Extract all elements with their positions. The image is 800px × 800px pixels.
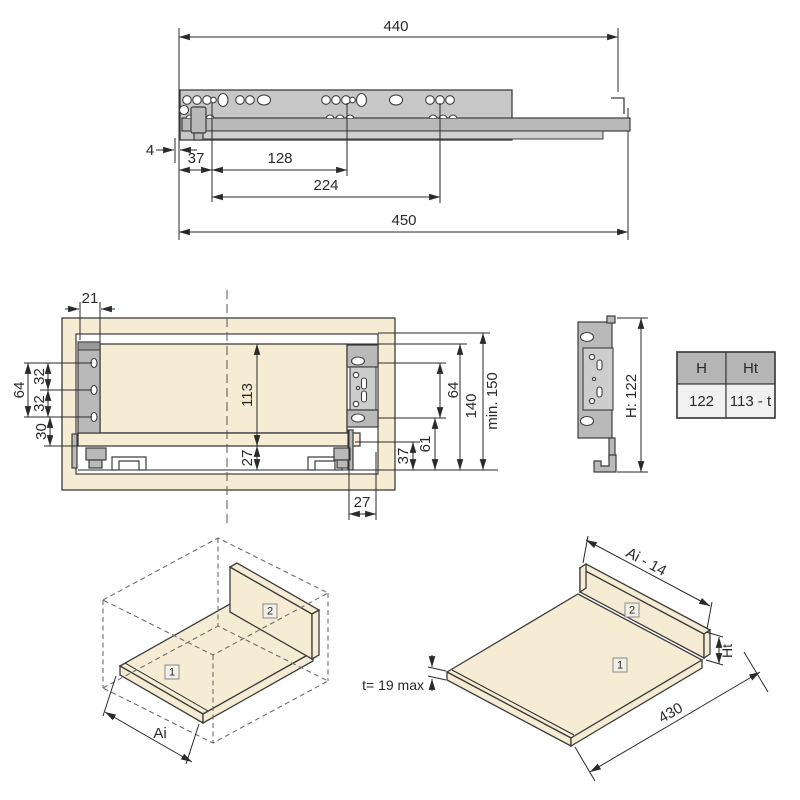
dim-ai14-label: Ai - 14 bbox=[623, 544, 669, 579]
dim-30-label: 30 bbox=[33, 423, 50, 440]
dim-440-label: 440 bbox=[383, 18, 408, 35]
dim-37-label: 37 bbox=[188, 150, 205, 167]
right-bracket bbox=[346, 344, 379, 428]
bracket-profile-view: H: 122 bbox=[577, 315, 648, 473]
dim-t19-label: t= 19 max bbox=[362, 677, 424, 693]
left-slide-flange bbox=[71, 433, 78, 469]
dim-430-label: 430 bbox=[656, 699, 686, 726]
part1-label-box bbox=[164, 664, 180, 680]
left-slide-profile bbox=[85, 447, 147, 471]
mounting-holes-row1 bbox=[182, 92, 455, 108]
dim-128-label: 128 bbox=[267, 150, 292, 167]
dim-140-label: 140 bbox=[463, 393, 480, 418]
slide-inner-rail bbox=[181, 117, 631, 132]
bracket-plate bbox=[582, 347, 614, 411]
front-fixing-foot bbox=[193, 132, 204, 141]
dim-27-center-label: 27 bbox=[239, 450, 256, 467]
table-value-ht: 113 - t bbox=[730, 393, 772, 410]
slide-side-view: 440 4 37 128 224 450 bbox=[146, 18, 631, 240]
drawer-iso-ghost-view: 1 2 Ai bbox=[101, 537, 330, 765]
dim-21-label: 21 bbox=[82, 290, 99, 307]
bracket-foot bbox=[593, 454, 617, 473]
dim-4-label: 4 bbox=[146, 142, 154, 159]
dim-32-lower-label: 32 bbox=[31, 395, 48, 412]
cabinet-section-view: 21 64 32 32 30 113 27 37 61 64 140 bbox=[11, 290, 501, 525]
part2-label2: 2 bbox=[629, 605, 635, 617]
dim-64-left-label: 64 bbox=[11, 382, 28, 399]
dim-32-upper-label: 32 bbox=[31, 368, 48, 385]
table-header-ht-label: Ht bbox=[743, 360, 759, 377]
part1-label2: 1 bbox=[617, 660, 623, 672]
dim-ai-label: Ai bbox=[153, 725, 166, 742]
part1-label: 1 bbox=[169, 667, 175, 679]
dim-h122-label: H: 122 bbox=[623, 374, 640, 418]
dim-37-right-label: 37 bbox=[395, 448, 412, 465]
table-value-h: 122 bbox=[689, 393, 714, 410]
rear-hook bbox=[611, 97, 625, 114]
spec-table: H Ht 122 113 - t bbox=[676, 351, 776, 419]
table-header-ht bbox=[725, 351, 776, 385]
dim-min150-label: min. 150 bbox=[484, 372, 501, 430]
part2-label: 2 bbox=[267, 606, 273, 618]
dim-113-label: 113 bbox=[239, 383, 256, 407]
dim-64-right-label: 64 bbox=[445, 382, 462, 399]
dim-61-label: 61 bbox=[417, 436, 434, 453]
part2-label-box bbox=[262, 603, 278, 619]
front-hole bbox=[178, 104, 190, 116]
left-bracket bbox=[77, 341, 101, 434]
drawer-back-panel bbox=[99, 343, 348, 434]
dim-224-label: 224 bbox=[313, 177, 338, 194]
table-header-h-label: H bbox=[696, 360, 707, 377]
dim-ht-label: Ht bbox=[719, 644, 735, 658]
drawer-bottom-panel bbox=[77, 432, 361, 447]
front-fixing-block bbox=[190, 106, 207, 134]
dim-450-label: 450 bbox=[391, 212, 416, 229]
right-slide-profile bbox=[307, 447, 351, 471]
dim-27-right-label: 27 bbox=[354, 494, 371, 511]
slide-lower-rail bbox=[199, 130, 604, 140]
drawer-iso-dimension-view: 1 2 Ai - 14 Ht t= 19 max 430 bbox=[362, 535, 769, 782]
